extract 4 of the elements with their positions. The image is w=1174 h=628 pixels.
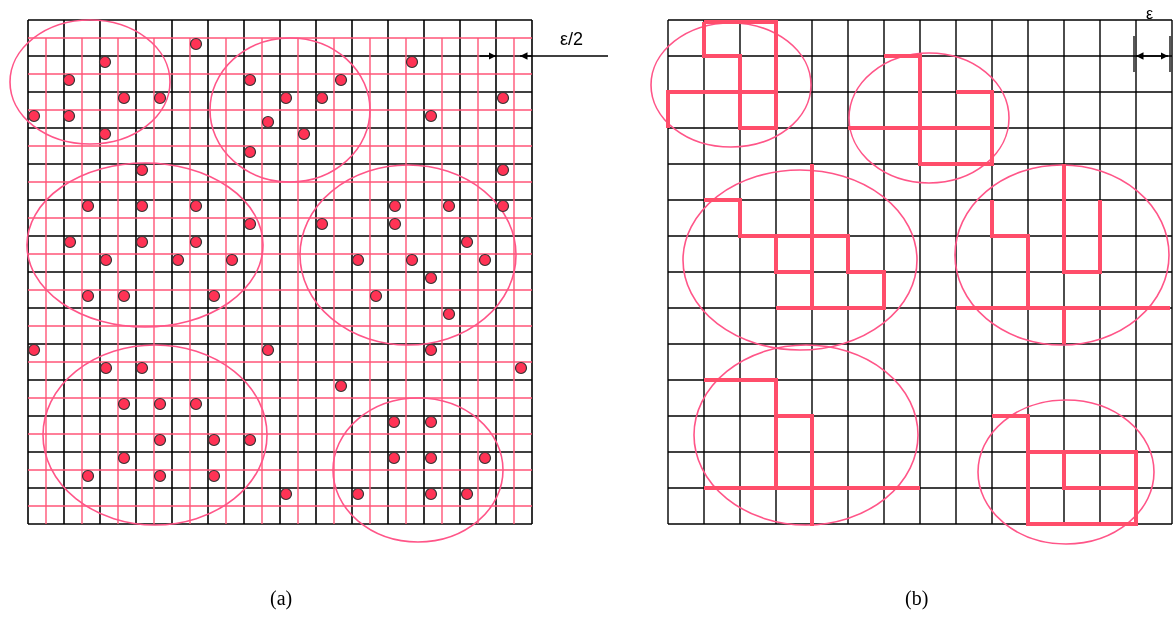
dimension-label: ε — [1146, 6, 1154, 22]
panel-label: (a) — [270, 588, 293, 608]
dimension-label: ε/2 — [560, 30, 584, 48]
panel-label: (b) — [905, 588, 929, 608]
